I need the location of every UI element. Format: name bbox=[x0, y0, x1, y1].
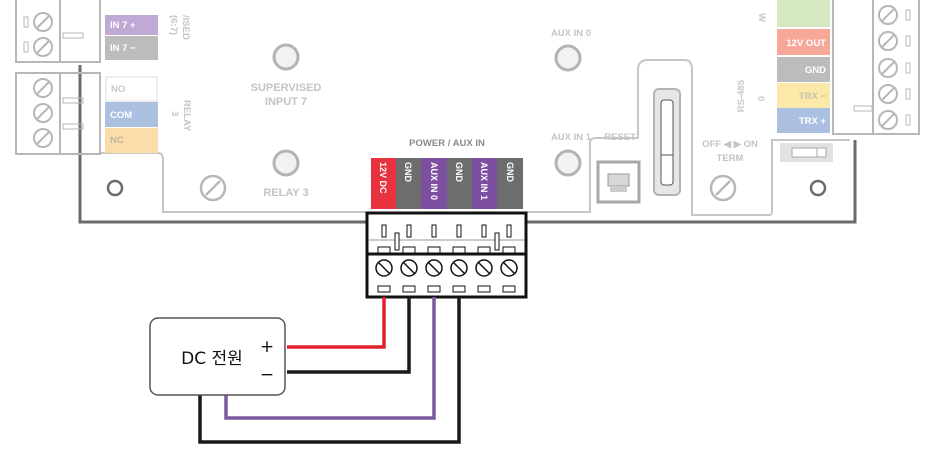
reset-button[interactable] bbox=[596, 160, 641, 204]
label-relay-rotated: RELAY bbox=[181, 100, 192, 132]
pin-label-aux-in-0: AUX IN 0 bbox=[429, 162, 439, 200]
terminal-screw-icon bbox=[375, 259, 518, 277]
label-relay-number: 3 bbox=[169, 111, 180, 116]
dc-supply-label: DC 전원 bbox=[181, 349, 243, 369]
supervised-input-7-label-2: INPUT 7 bbox=[265, 96, 307, 108]
wires bbox=[198, 297, 461, 444]
pin-label-aux-in-1: AUX IN 1 bbox=[479, 162, 489, 200]
wire-gnd-negative bbox=[287, 297, 411, 374]
supervised-input-7-label-1: SUPERVISED bbox=[251, 82, 322, 94]
pin-label-gnd: GND bbox=[403, 162, 413, 183]
dc-supply-minus: − bbox=[260, 365, 274, 385]
label-nc: NC bbox=[110, 135, 124, 146]
leds bbox=[272, 43, 582, 177]
screw-icon bbox=[199, 174, 737, 202]
label-trx-plus: TRX + bbox=[799, 116, 827, 127]
pin-label-12v-dc: 12V DC bbox=[378, 162, 388, 194]
term-label: TERM bbox=[717, 153, 744, 164]
label-trx-minus: TRX − bbox=[799, 91, 827, 102]
term-switch-label: OFF ◀ ▶ ON bbox=[702, 139, 758, 150]
wire-gnd-aux bbox=[198, 297, 461, 444]
right-terminal-block bbox=[832, 0, 920, 135]
aux-in-1-label: AUX IN 1 bbox=[551, 132, 592, 143]
w-label: W bbox=[756, 13, 767, 22]
mounting-hole-icon bbox=[809, 179, 827, 197]
led-aux-in-0 bbox=[554, 44, 582, 72]
card-slot bbox=[653, 88, 681, 196]
led-relay-3 bbox=[272, 149, 300, 177]
rs485-label: RS-485 bbox=[736, 79, 747, 112]
label-com: COM bbox=[110, 110, 132, 121]
left-terminal-block-relay bbox=[15, 72, 101, 155]
label-12v-out: 12V OUT bbox=[786, 38, 826, 49]
power-aux-in-header: POWER / AUX IN bbox=[409, 138, 485, 149]
wire-12v-positive bbox=[287, 297, 386, 349]
power-terminal-block bbox=[365, 211, 528, 299]
dc-power-supply: DC 전원 + − bbox=[149, 317, 286, 396]
left-labels: IN 7 + IN 7 − NO COM NC /ISED (6:7) RELA… bbox=[105, 15, 192, 153]
label-supervised-rotated: /ISED bbox=[180, 15, 191, 40]
board-outline bbox=[78, 59, 857, 224]
pin-label-gnd: GND bbox=[454, 162, 464, 183]
mounting-hole-icon bbox=[106, 179, 124, 197]
wire-aux-in-0 bbox=[224, 297, 436, 420]
aux-in-0-label: AUX IN 0 bbox=[551, 28, 591, 39]
termination-switch[interactable] bbox=[780, 143, 833, 162]
left-terminal-block-top bbox=[15, 0, 101, 63]
reset-label: RESET bbox=[604, 132, 636, 143]
label-in7-minus: IN 7 − bbox=[110, 43, 136, 54]
label-gnd-rs485: GND bbox=[805, 65, 826, 76]
label-supervised-range: (6:7) bbox=[168, 15, 179, 35]
led-aux-in-1 bbox=[554, 149, 582, 177]
dc-supply-plus: + bbox=[260, 337, 274, 357]
led-supervised-input-7 bbox=[272, 43, 300, 71]
power-pin-labels: 12V DC GND AUX IN 0 GND AUX IN 1 GND bbox=[371, 158, 523, 209]
pin-label-gnd: GND bbox=[505, 162, 515, 183]
rs485-number: 0 bbox=[755, 96, 766, 101]
label-in7-plus: IN 7 + bbox=[110, 20, 136, 31]
right-labels: 12V OUT GND TRX − TRX + bbox=[777, 0, 830, 133]
label-no: NO bbox=[111, 84, 125, 95]
relay-3-label: RELAY 3 bbox=[263, 187, 308, 199]
